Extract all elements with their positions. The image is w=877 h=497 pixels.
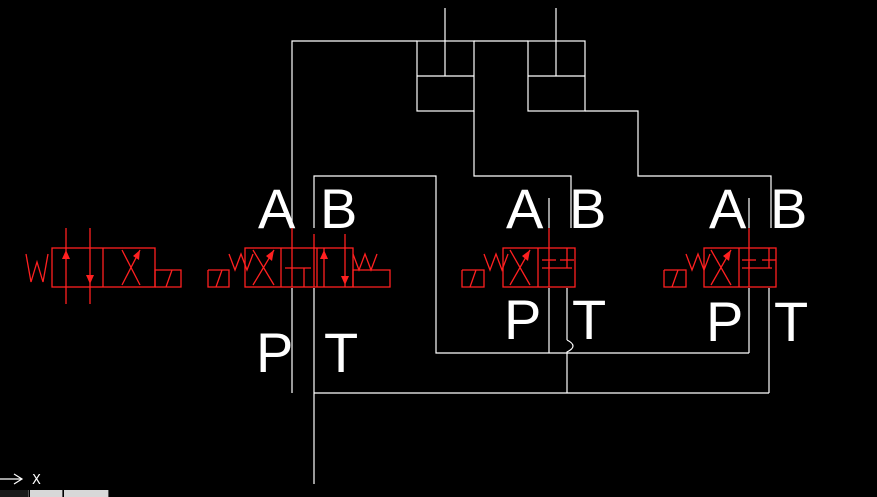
cylinder-right[interactable] — [527, 8, 586, 112]
valve2-port-t: T — [572, 288, 606, 351]
valve3-port-labels: A B P T — [706, 177, 808, 353]
tab-spacer — [0, 490, 29, 497]
tab-layout1[interactable] — [64, 490, 109, 497]
valve2-port-a: A — [506, 177, 544, 240]
legend-valve-symbol[interactable] — [25, 228, 182, 304]
valve1-port-labels: A B P T — [256, 177, 358, 384]
valve2-port-p: P — [504, 288, 541, 351]
valve1-port-p: P — [256, 321, 293, 384]
tab-model[interactable] — [30, 490, 63, 497]
valve2-port-labels: A B P T — [504, 177, 606, 351]
valve2-directional-valve[interactable] — [461, 228, 576, 288]
layout-tabs — [0, 490, 120, 497]
valve3-port-b: B — [770, 177, 807, 240]
valve1-directional-valve[interactable] — [207, 228, 391, 288]
valve3-port-t: T — [774, 290, 808, 353]
valve3-port-a: A — [709, 177, 747, 240]
valve1-port-b: B — [320, 177, 357, 240]
valve3-port-p: P — [706, 290, 743, 353]
valve3-directional-valve[interactable] — [663, 228, 777, 288]
valve1-port-a: A — [258, 177, 296, 240]
hydraulic-lines — [291, 40, 772, 484]
cylinder-left[interactable] — [416, 8, 475, 112]
valve1-port-t: T — [324, 321, 358, 384]
valve2-port-b: B — [569, 177, 606, 240]
ucs-x-label: X — [32, 473, 41, 488]
ucs-icon: X — [0, 473, 41, 488]
